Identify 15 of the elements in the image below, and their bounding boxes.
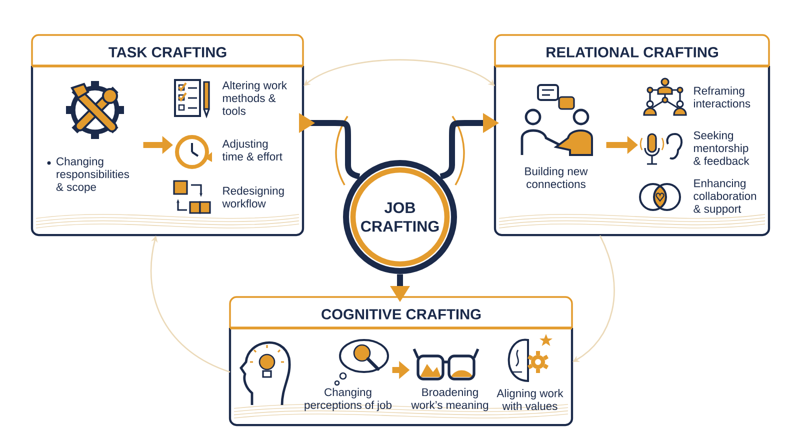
connector-pipe	[299, 113, 360, 180]
item-label: Adjusting time & effort	[222, 140, 282, 160]
item-label: Changing perceptions of job	[304, 388, 392, 412]
item-label: Aligning work with values	[496, 389, 564, 410]
item-label: Changing responsibilities & scope	[56, 157, 130, 194]
connector-pipe	[440, 113, 499, 180]
item-label: Enhancing collaboration & support	[694, 178, 756, 216]
cycle-arrow	[304, 59, 495, 86]
connector-pipe	[390, 274, 410, 302]
item-label: Redesigning workflow	[222, 186, 284, 208]
item-label: Reframing interactions	[694, 86, 750, 108]
item-label: Altering work methods & tools	[222, 81, 287, 115]
item-label: Broadening work’s meaning	[411, 388, 488, 412]
item-label: Building new connections	[525, 167, 588, 188]
item-label: Seeking mentorship & feedback	[694, 131, 750, 165]
